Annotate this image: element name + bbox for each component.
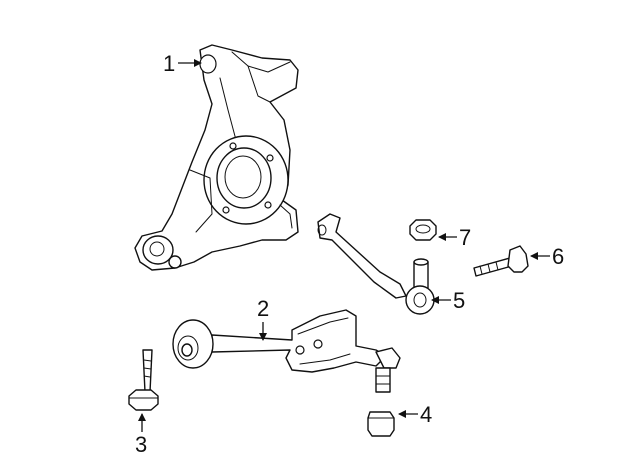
callout-4: 4 bbox=[420, 402, 432, 427]
callout-7: 7 bbox=[459, 225, 471, 250]
steering-knuckle bbox=[134, 44, 299, 271]
callout-3: 3 bbox=[135, 432, 147, 457]
lower-control-arm bbox=[172, 309, 401, 393]
nut-7 bbox=[409, 219, 437, 241]
bolt-3 bbox=[128, 349, 159, 411]
callout-leaders bbox=[138, 59, 550, 432]
bolt-6 bbox=[473, 245, 529, 277]
callout-1: 1 bbox=[163, 51, 175, 76]
tie-rod-end bbox=[317, 213, 435, 315]
callout-2: 2 bbox=[257, 296, 269, 321]
callout-labels: 1 2 3 4 5 6 7 bbox=[135, 51, 564, 457]
nut-4 bbox=[367, 411, 395, 437]
callout-5: 5 bbox=[453, 288, 465, 313]
callout-6: 6 bbox=[552, 244, 564, 269]
